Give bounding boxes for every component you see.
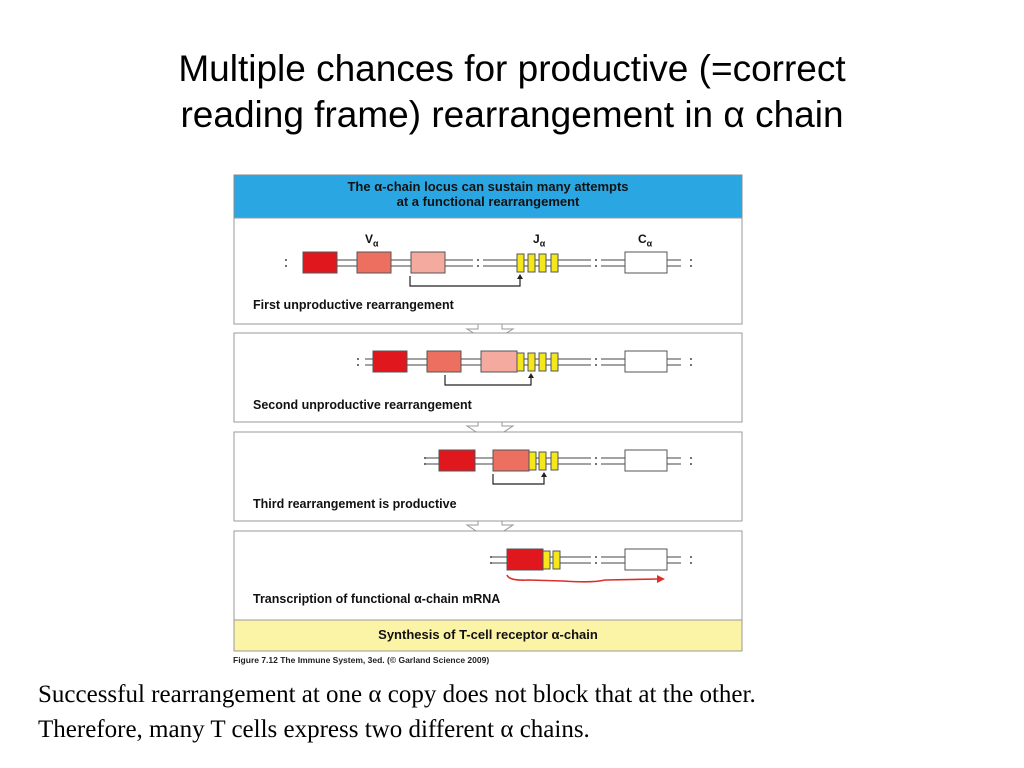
panel-1-recombination-arrow [409,276,521,287]
j-segments [516,253,559,273]
header-text: The α-chain locus can sustain many attem… [233,179,743,209]
v-segment-3 [410,251,446,274]
panel-3-recombination-arrow [492,474,545,485]
c-segment [624,251,668,274]
v-alpha-label: Vα [365,232,379,249]
v-segment-2 [356,251,392,274]
p3-c-segment [624,449,668,472]
p4-vj-segment [506,548,544,571]
v-segment-1 [302,251,338,274]
alpha-chain-figure: The α-chain locus can sustain many attem… [233,174,743,652]
mrna-transcription-arrow [506,574,659,583]
j-alpha-label: Jα [533,232,546,249]
header-line-1: The α-chain locus can sustain many attem… [347,179,629,194]
figure-graphic [233,174,743,652]
bottom-banner-text: Synthesis of T-cell receptor α-chain [378,627,598,642]
panel-3-label: Third rearrangement is productive [253,497,457,511]
header-line-2: at a functional rearrangement [396,194,580,209]
bottom-banner [233,619,743,652]
panel-3 [233,431,743,522]
footer-line-2: Therefore, many T cells express two diff… [38,716,590,743]
p3-v-segment-2 [492,449,530,472]
p2-v-segment-2 [426,350,462,373]
p4-c-segment [624,548,668,571]
panel-1-breaks [291,258,697,268]
p2-v-segment-3 [480,350,518,373]
p2-c-segment [624,350,668,373]
header-banner [233,174,743,219]
footer-text: Successful rearrangement at one α copy d… [38,677,756,747]
footer-line-1: Successful rearrangement at one α copy d… [38,681,756,708]
c-alpha-label: Cα [638,232,653,249]
slide-title-line-2: reading frame) rearrangement in α chain [180,94,844,135]
p2-v-segment-1 [372,350,408,373]
figure-caption: Figure 7.12 The Immune System, 3ed. (© G… [233,655,490,665]
panel-2 [233,332,743,423]
slide-title: Multiple chances for productive (=correc… [0,46,1024,138]
panel-1-break-dots [285,259,692,267]
panel-2-recombination-arrow [444,375,532,386]
slide-title-line-1: Multiple chances for productive (=correc… [178,48,846,89]
panel-1-label: First unproductive rearrangement [253,298,454,312]
panel-4 [233,530,743,621]
panel-4-label: Transcription of functional α-chain mRNA [253,592,501,606]
panel-2-label: Second unproductive rearrangement [253,398,472,412]
p3-v-segment-1 [438,449,476,472]
